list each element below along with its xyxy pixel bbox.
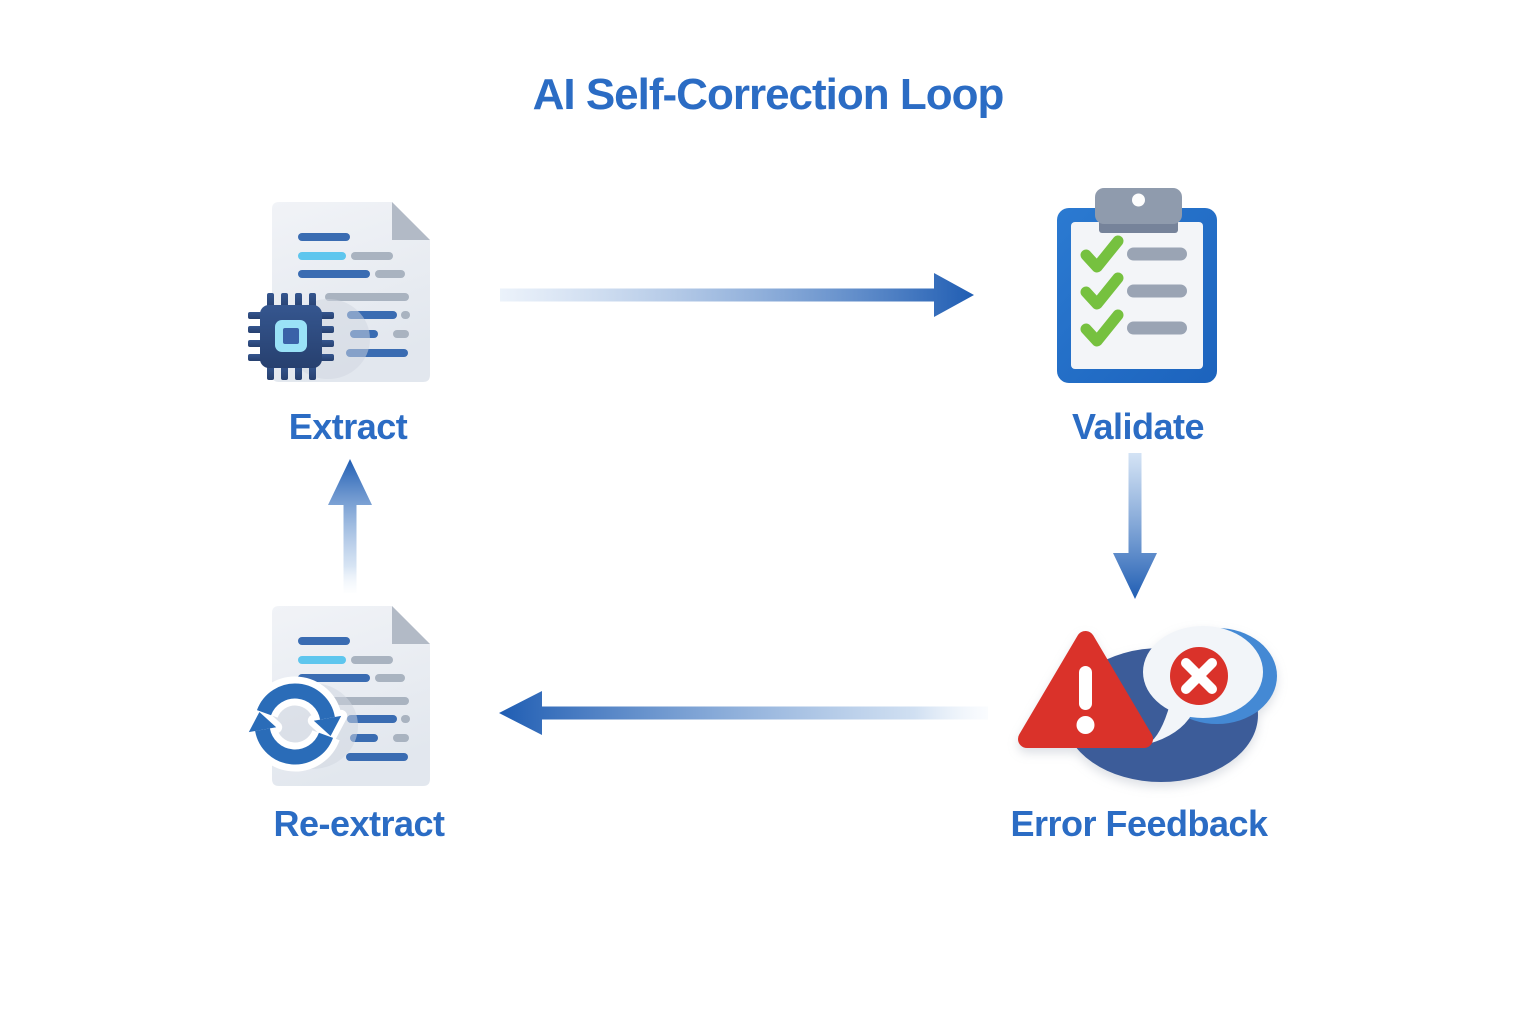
node-label-error-feedback: Error Feedback	[1010, 803, 1268, 844]
clipboard-checklist-icon	[1057, 188, 1217, 383]
refresh-icon	[246, 676, 358, 772]
arrow-error-feedback-to-re-extract	[499, 691, 988, 735]
checklist-rows	[1080, 235, 1187, 347]
document-refresh-icon	[246, 606, 430, 786]
x-icon	[1181, 658, 1217, 694]
node-label-re-extract: Re-extract	[273, 803, 445, 844]
warning-triangle-icon	[1018, 631, 1153, 748]
arrow-re-extract-to-extract	[328, 459, 372, 593]
document-chip-icon	[248, 202, 430, 382]
warning-error-bubble-icon	[1018, 626, 1277, 782]
clipboard-clip	[1095, 188, 1182, 233]
node-label-validate: Validate	[1071, 406, 1205, 447]
arrow-extract-to-validate	[500, 273, 974, 317]
node-label-extract: Extract	[288, 406, 408, 447]
arrow-validate-to-error-feedback	[1113, 453, 1157, 599]
page-title: AI Self-Correction Loop	[532, 70, 1005, 119]
error-speech-bubble	[1143, 626, 1277, 744]
cpu-chip-icon	[248, 293, 370, 380]
